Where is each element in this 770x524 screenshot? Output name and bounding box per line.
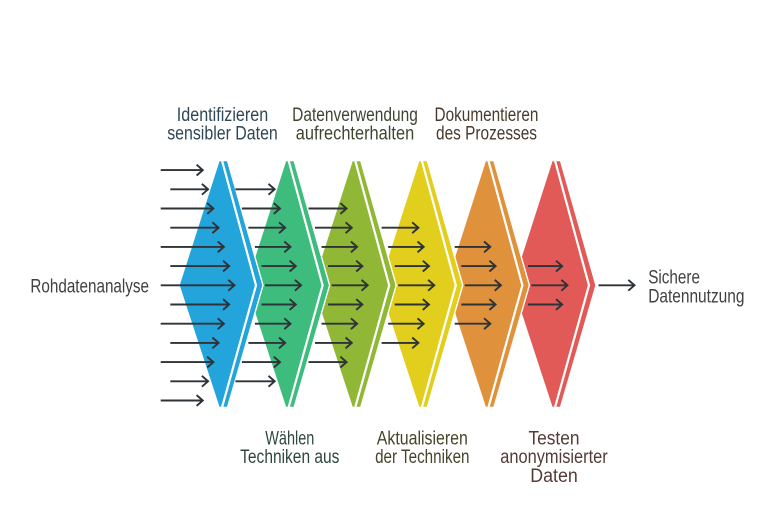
svg-text:Techniken aus: Techniken aus xyxy=(240,447,339,468)
svg-text:des Prozesses: des Prozesses xyxy=(436,124,537,145)
svg-text:Wählen: Wählen xyxy=(265,428,314,449)
svg-text:Testen: Testen xyxy=(528,428,579,449)
svg-text:Datennutzung: Datennutzung xyxy=(648,287,744,308)
svg-text:sensibler Daten: sensibler Daten xyxy=(167,124,278,145)
svg-text:Datenverwendung: Datenverwendung xyxy=(292,105,418,126)
svg-text:Rohdatenanalyse: Rohdatenanalyse xyxy=(30,276,149,297)
svg-text:Daten: Daten xyxy=(530,466,578,487)
svg-text:der Techniken: der Techniken xyxy=(375,447,469,468)
svg-text:anonymisierter: anonymisierter xyxy=(500,447,608,468)
svg-text:Identifizieren: Identifizieren xyxy=(177,105,268,126)
svg-text:Dokumentieren: Dokumentieren xyxy=(435,105,539,126)
svg-text:Aktualisieren: Aktualisieren xyxy=(377,428,468,449)
svg-text:Sichere: Sichere xyxy=(648,268,700,289)
svg-text:aufrechterhalten: aufrechterhalten xyxy=(296,124,414,145)
